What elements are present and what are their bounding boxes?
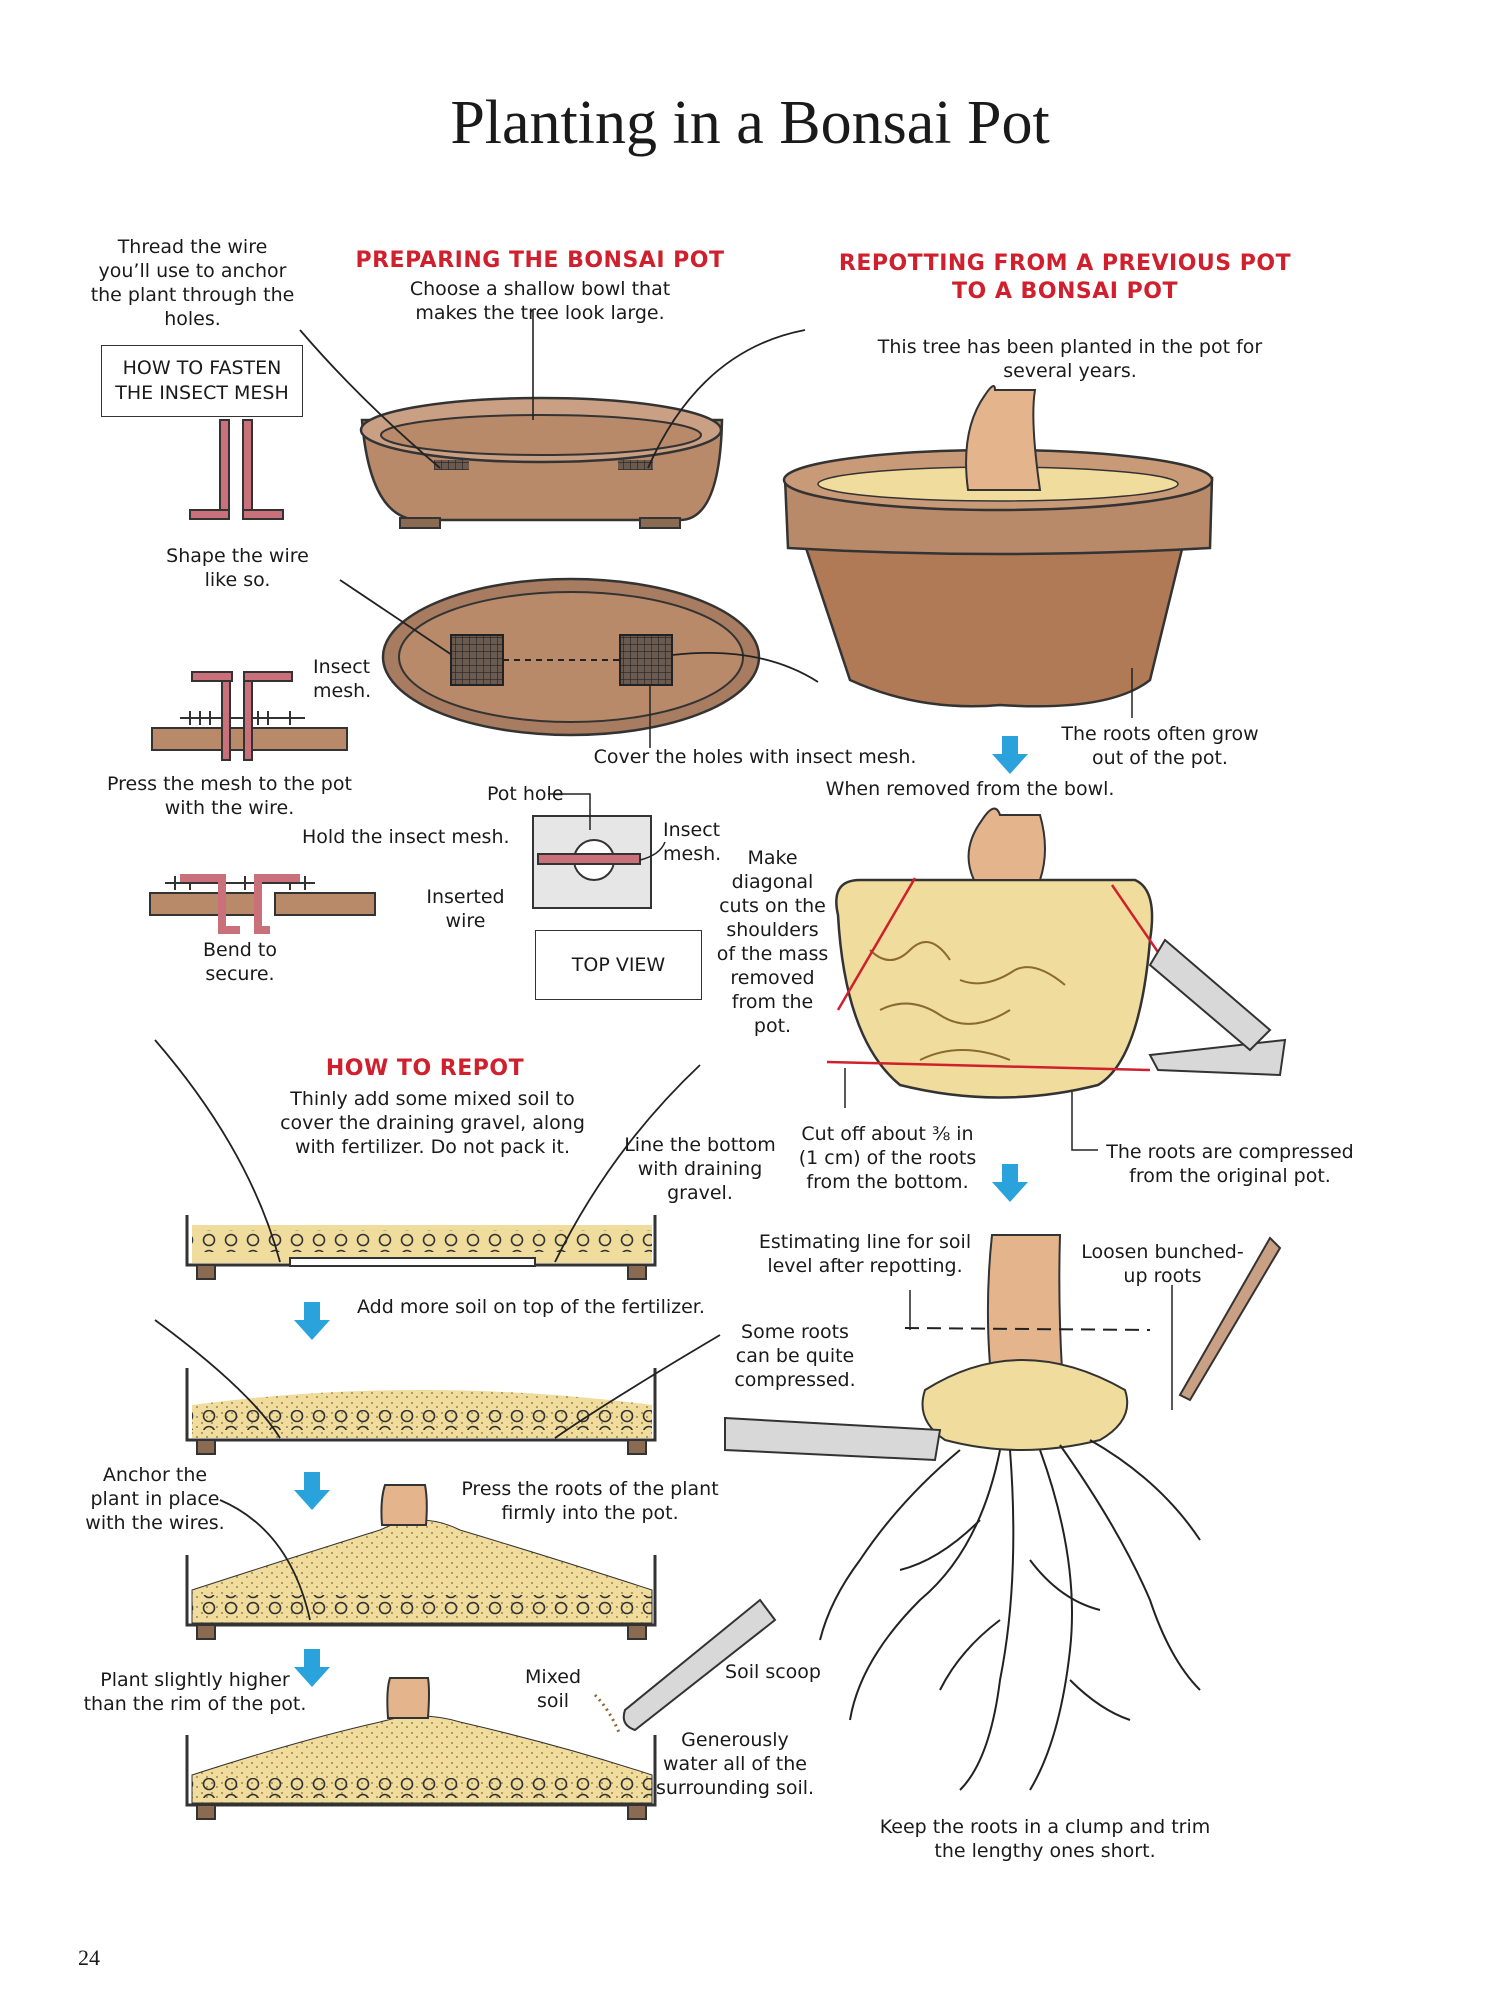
hold-mesh-text: Hold the insect mesh. [302, 826, 510, 848]
bonsai-pot-oblique [299, 310, 806, 529]
insect-mesh-label: Insect mesh. [313, 656, 372, 702]
anchor-plant-text: Anchor the plant in place with the wires… [85, 1464, 225, 1534]
repot-step-4 [185, 1677, 657, 1820]
down-arrow-icon [992, 1164, 1028, 1202]
mesh-press-diagram [151, 671, 348, 761]
root-mass-removed [826, 807, 1287, 1151]
top-view-hole-diagram [532, 793, 666, 909]
repotting-heading: REPOTTING FROM A PREVIOUS POT TO A BONSA… [838, 251, 1292, 304]
diagonal-cuts-text: Make diagonal cuts on the shoulders of t… [716, 847, 829, 1037]
thinly-add-text: Thinly add some mixed soil to cover the … [280, 1088, 585, 1158]
roots-compressed-text: The roots are compressed from the origin… [1106, 1141, 1354, 1187]
line-bottom-text: Line the bottom with draining gravel. [624, 1134, 776, 1204]
press-mesh-text: Press the mesh to the pot with the wire. [107, 773, 352, 819]
roots-grow-text: The roots often grow out of the pot. [1061, 723, 1259, 769]
some-roots-text: Some roots can be quite compressed. [734, 1321, 856, 1391]
down-arrow-icon [294, 1472, 330, 1510]
down-arrow-icon [294, 1302, 330, 1340]
add-more-soil-text: Add more soil on top of the fertilizer. [357, 1296, 705, 1318]
keep-roots-text: Keep the roots in a clump and trim the l… [879, 1816, 1211, 1862]
mesh-bend-diagram [149, 874, 376, 934]
thread-wire-text: Thread the wire you’ll use to anchor the… [90, 236, 295, 330]
top-view-box: TOP VIEW [535, 930, 702, 1000]
preparing-heading: PREPARING THE BONSAI POT [355, 248, 725, 273]
removed-bowl-text: When removed from the bowl. [825, 778, 1115, 800]
loosened-roots [724, 1234, 1282, 1791]
mixed-soil-label: Mixed soil [524, 1666, 582, 1712]
cut-off-text: Cut off about ⅜ in (1 cm) of the roots f… [798, 1123, 977, 1193]
bonsai-pot-top-view [339, 577, 819, 748]
bend-secure-text: Bend to secure. [203, 939, 277, 985]
estimating-line-text: Estimating line for soil level after rep… [758, 1231, 972, 1277]
shape-wire-text: Shape the wire like so. [166, 545, 309, 591]
wire-shape-icon [189, 419, 284, 520]
fasten-mesh-box: HOW TO FASTEN THE INSECT MESH [101, 345, 303, 417]
soil-scoop-label: Soil scoop [725, 1661, 821, 1683]
repot-step-2 [154, 1319, 721, 1455]
page-title: Planting in a Bonsai Pot [450, 89, 1050, 157]
pot-hole-label: Pot hole [487, 783, 564, 805]
soil-scoop-icon [593, 1598, 777, 1736]
plant-higher-text: Plant slightly higher than the rim of th… [83, 1669, 307, 1715]
loosen-roots-text: Loosen bunched-up roots [1081, 1241, 1244, 1287]
top-view-mesh-label: Insect mesh. [663, 819, 722, 865]
repot-step-3 [185, 1484, 657, 1640]
preparing-text: Choose a shallow bowl that makes the tre… [409, 278, 671, 324]
repot-heading: HOW TO REPOT [325, 1056, 525, 1081]
cover-holes-text: Cover the holes with insect mesh. [593, 746, 917, 768]
repot-step-1 [154, 1039, 701, 1280]
page-number: 24 [78, 1945, 100, 1970]
inserted-wire-label: Inserted wire [426, 886, 505, 932]
old-clay-pot [782, 385, 1214, 718]
planted-years-text: This tree has been planted in the pot fo… [877, 336, 1263, 382]
down-arrow-icon [992, 736, 1028, 774]
press-roots-text: Press the roots of the plant firmly into… [461, 1478, 719, 1524]
water-soil-text: Generously water all of the surrounding … [655, 1729, 815, 1799]
